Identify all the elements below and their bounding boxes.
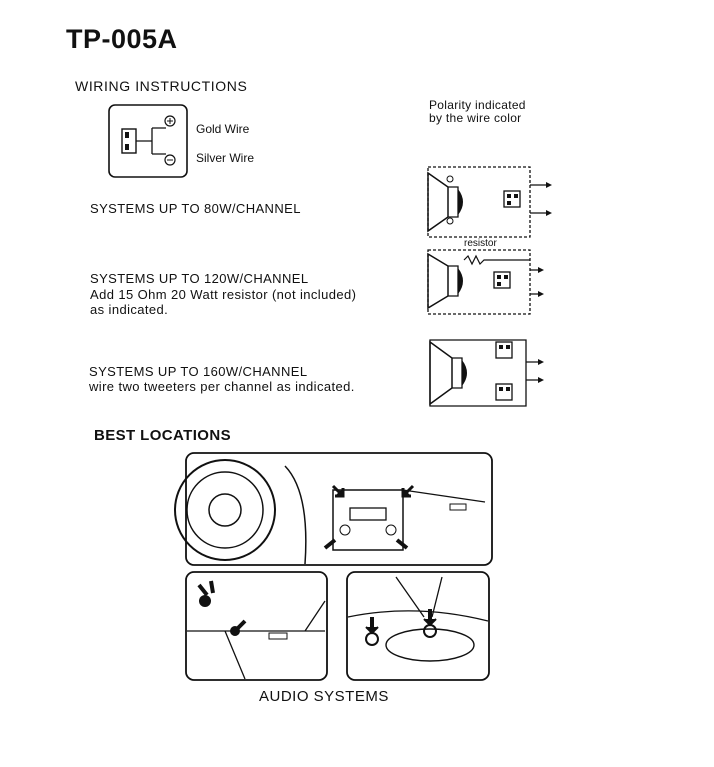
system-120w-line3: as indicated. <box>90 302 169 317</box>
system-160w-line2: wire two tweeters per channel as indicat… <box>89 379 355 394</box>
polarity-note-line2: by the wire color <box>429 111 522 125</box>
silver-wire-label: Silver Wire <box>196 151 255 165</box>
page-title: TP-005A <box>66 24 178 54</box>
polarity-note-line1: Polarity indicated <box>429 98 526 112</box>
door-panel-illustration <box>185 571 328 681</box>
wiring-diagram-160w <box>429 339 544 407</box>
system-80w-title: SYSTEMS UP TO 80W/CHANNEL <box>90 201 301 216</box>
wiring-heading: WIRING INSTRUCTIONS <box>75 78 248 94</box>
system-120w-line2: Add 15 Ohm 20 Watt resistor (not include… <box>90 287 357 302</box>
dashboard-illustration <box>174 452 493 566</box>
system-120w-title: SYSTEMS UP TO 120W/CHANNEL <box>90 271 309 286</box>
system-160w-title: SYSTEMS UP TO 160W/CHANNEL <box>89 364 308 379</box>
gold-wire-label: Gold Wire <box>196 122 250 136</box>
wiring-diagram-80w <box>427 166 552 238</box>
best-locations-heading: BEST LOCATIONS <box>94 427 231 444</box>
resistor-label: resistor <box>464 238 497 249</box>
wiring-diagram-120w <box>427 249 544 315</box>
audio-systems-caption: AUDIO SYSTEMS <box>259 688 389 705</box>
rear-deck-illustration <box>346 571 490 681</box>
tweeter-polarity-diagram <box>108 104 188 178</box>
